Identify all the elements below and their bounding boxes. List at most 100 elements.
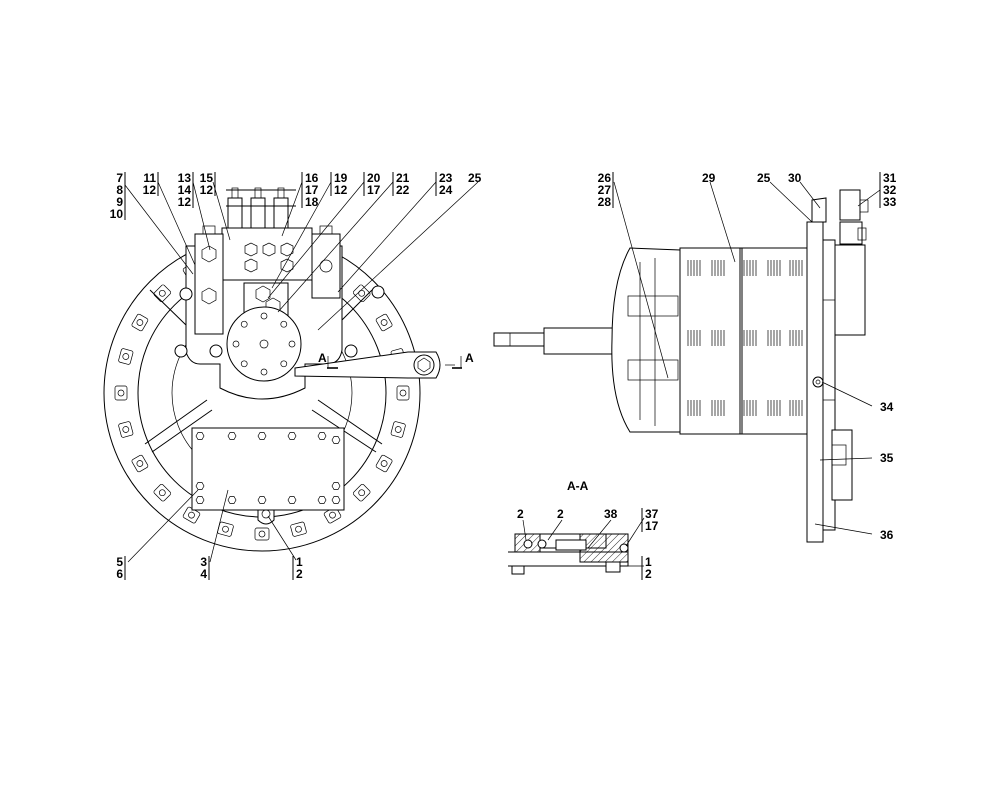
svg-text:1: 1 [645,555,652,569]
svg-text:33: 33 [883,195,897,209]
callout-30: 30 [788,171,802,185]
flange-bolt [290,521,307,537]
flange-bolt [254,527,270,541]
svg-text:35: 35 [880,451,894,465]
callout-21: 21 22 [392,171,410,197]
svg-text:8: 8 [116,183,123,197]
callout-31: 31 32 33 [879,171,897,209]
svg-text:36: 36 [880,528,894,542]
lower-cover-bolts [195,432,341,504]
side-view [493,189,869,543]
clutch-plate [711,330,725,346]
cover-bolt [287,432,297,440]
svg-text:16: 16 [305,171,319,185]
callout-11: 11 12 [143,171,159,197]
cover-bolt [240,360,248,368]
svg-text:22: 22 [396,183,410,197]
svg-text:12: 12 [143,183,157,197]
cover-bolt [288,340,296,348]
section-title: A-A [567,479,589,493]
svg-text:23: 23 [439,171,453,185]
svg-text:32: 32 [883,183,897,197]
svg-text:11: 11 [143,171,156,185]
callout-20: 20 17 [363,171,381,197]
svg-text:17: 17 [367,183,381,197]
svg-text:1: 1 [296,555,303,569]
cover-bolt [227,432,237,440]
clutch-plate [789,330,803,346]
callout-15: 15 12 [200,171,216,197]
svg-text:5: 5 [116,555,123,569]
leader-lines [124,181,881,567]
flange-bolt [375,313,393,332]
callout-7-10: 7 8 9 10 [110,171,126,221]
callout-35: 35 [880,451,894,465]
section-mark-left: A [318,351,327,365]
svg-text:4: 4 [200,567,207,581]
svg-text:30: 30 [788,171,802,185]
cover-bolt [257,432,267,440]
callout-2-section-b: 2 [557,507,564,521]
svg-text:10: 10 [110,207,124,221]
callout-labels: 7 8 9 10 11 12 13 14 12 15 12 16 17 18 [110,171,897,581]
svg-text:29: 29 [702,171,716,185]
svg-text:2: 2 [517,507,524,521]
svg-text:12: 12 [178,195,192,209]
clutch-plate [789,260,803,276]
flange-bolt [375,454,393,473]
front-view: A A [103,187,474,552]
clutch-plate [687,400,701,416]
svg-text:13: 13 [178,171,192,185]
svg-text:37: 37 [645,507,659,521]
cover-bolt [232,340,240,348]
callout-5: 5 6 [116,555,126,581]
svg-text:26: 26 [598,171,612,185]
svg-text:21: 21 [396,171,410,185]
svg-text:6: 6 [116,567,123,581]
cover-bolt [280,320,288,328]
svg-text:25: 25 [757,171,771,185]
cover-bolt [195,482,205,490]
cover-bolt [260,368,268,376]
clutch-plate [789,400,803,416]
flange-bolt [118,421,134,438]
svg-text:28: 28 [598,195,612,209]
clutch-plate [687,260,701,276]
svg-text:18: 18 [305,195,319,209]
svg-text:3: 3 [200,555,207,569]
callout-26: 26 27 28 [598,171,614,209]
svg-text:17: 17 [305,183,319,197]
svg-text:2: 2 [296,567,303,581]
svg-text:19: 19 [334,171,348,185]
callout-36: 36 [880,528,894,542]
callout-1-section: 1 2 [641,555,652,581]
svg-text:15: 15 [200,171,214,185]
svg-text:34: 34 [880,400,894,414]
svg-text:20: 20 [367,171,381,185]
flange-bolt [390,421,406,438]
cover-bolt [287,496,297,504]
svg-text:12: 12 [334,183,348,197]
svg-text:14: 14 [178,183,192,197]
clutch-plate [743,400,757,416]
cover-bolt [317,432,327,440]
svg-text:7: 7 [116,171,123,185]
flange-bolt [131,313,149,332]
flange-bolt [131,454,149,473]
svg-text:27: 27 [598,183,612,197]
callout-37: 37 17 [641,507,659,533]
cover-bolt [195,496,205,504]
callout-3: 3 4 [200,555,210,581]
svg-text:12: 12 [200,183,214,197]
flange-bolt [153,483,172,502]
svg-text:9: 9 [116,195,123,209]
flange-bolt [153,284,172,303]
cover-bolt [331,436,341,444]
cover-bolt [317,496,327,504]
clutch-plate [767,400,781,416]
cover-bolt [257,496,267,504]
callout-25-front: 25 [468,171,482,185]
clutch-plate [743,260,757,276]
cover-bolt [331,482,341,490]
clutch-plate [711,260,725,276]
